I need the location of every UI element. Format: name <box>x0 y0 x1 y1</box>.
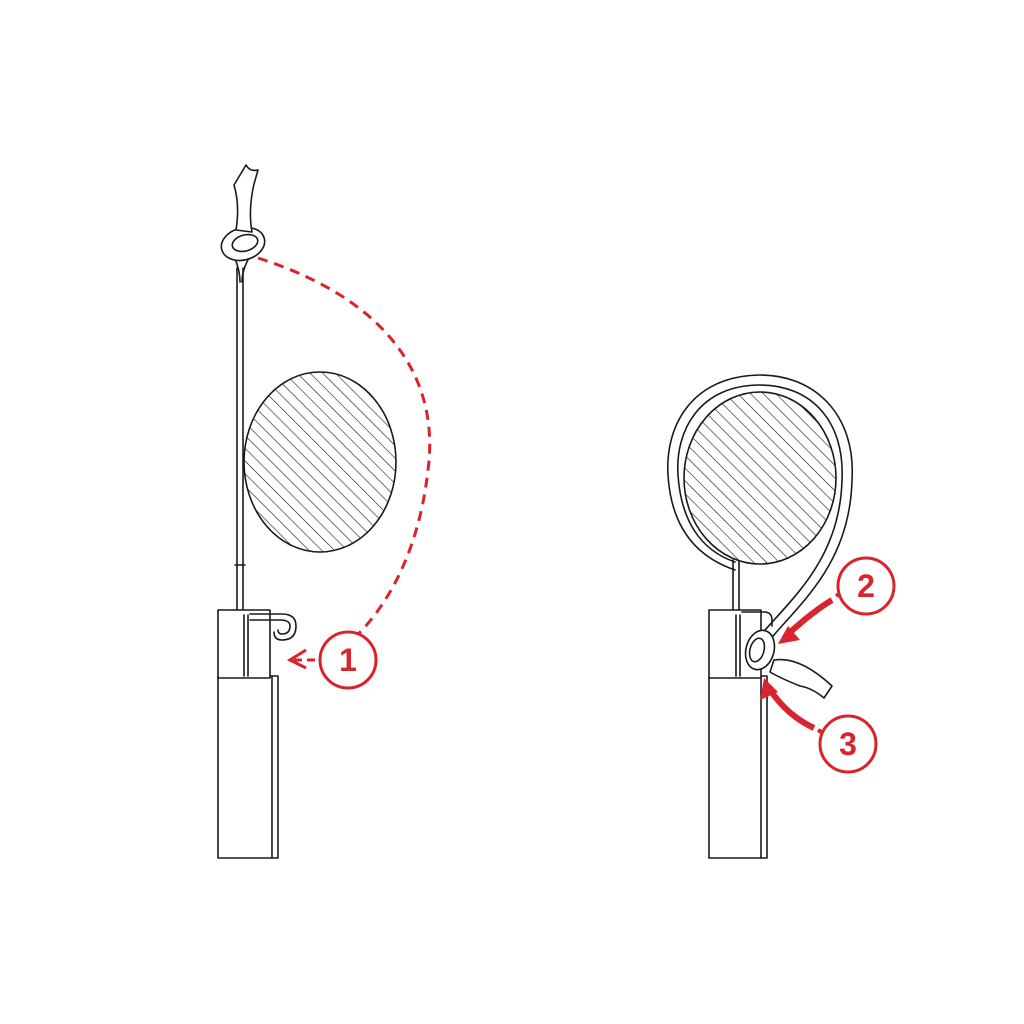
hook <box>741 611 773 627</box>
shaft <box>234 267 246 611</box>
strap-tail <box>233 164 259 233</box>
tool-handle <box>708 609 768 859</box>
pop-filter-disc <box>243 371 397 553</box>
strap-loop <box>677 384 843 637</box>
step-number: 1 <box>339 642 357 678</box>
hook <box>249 613 297 641</box>
left-panel: 1 <box>217 164 432 859</box>
strap-knob <box>744 629 776 671</box>
right-panel: 2 3 <box>666 374 896 859</box>
strap-loop <box>220 226 266 283</box>
step-number: 3 <box>839 726 857 762</box>
step-marker-2: 2 <box>836 556 896 616</box>
dashed-curved-arrow-icon <box>257 256 432 652</box>
pop-filter-disc <box>683 391 837 565</box>
step-marker-1: 1 <box>318 630 378 690</box>
step-marker-3: 3 <box>818 714 878 774</box>
shaft <box>732 559 740 611</box>
step-number: 2 <box>857 568 875 604</box>
solid-curved-arrow-icon <box>778 588 848 644</box>
strap-tail <box>769 658 833 699</box>
tool-handle <box>217 609 279 859</box>
